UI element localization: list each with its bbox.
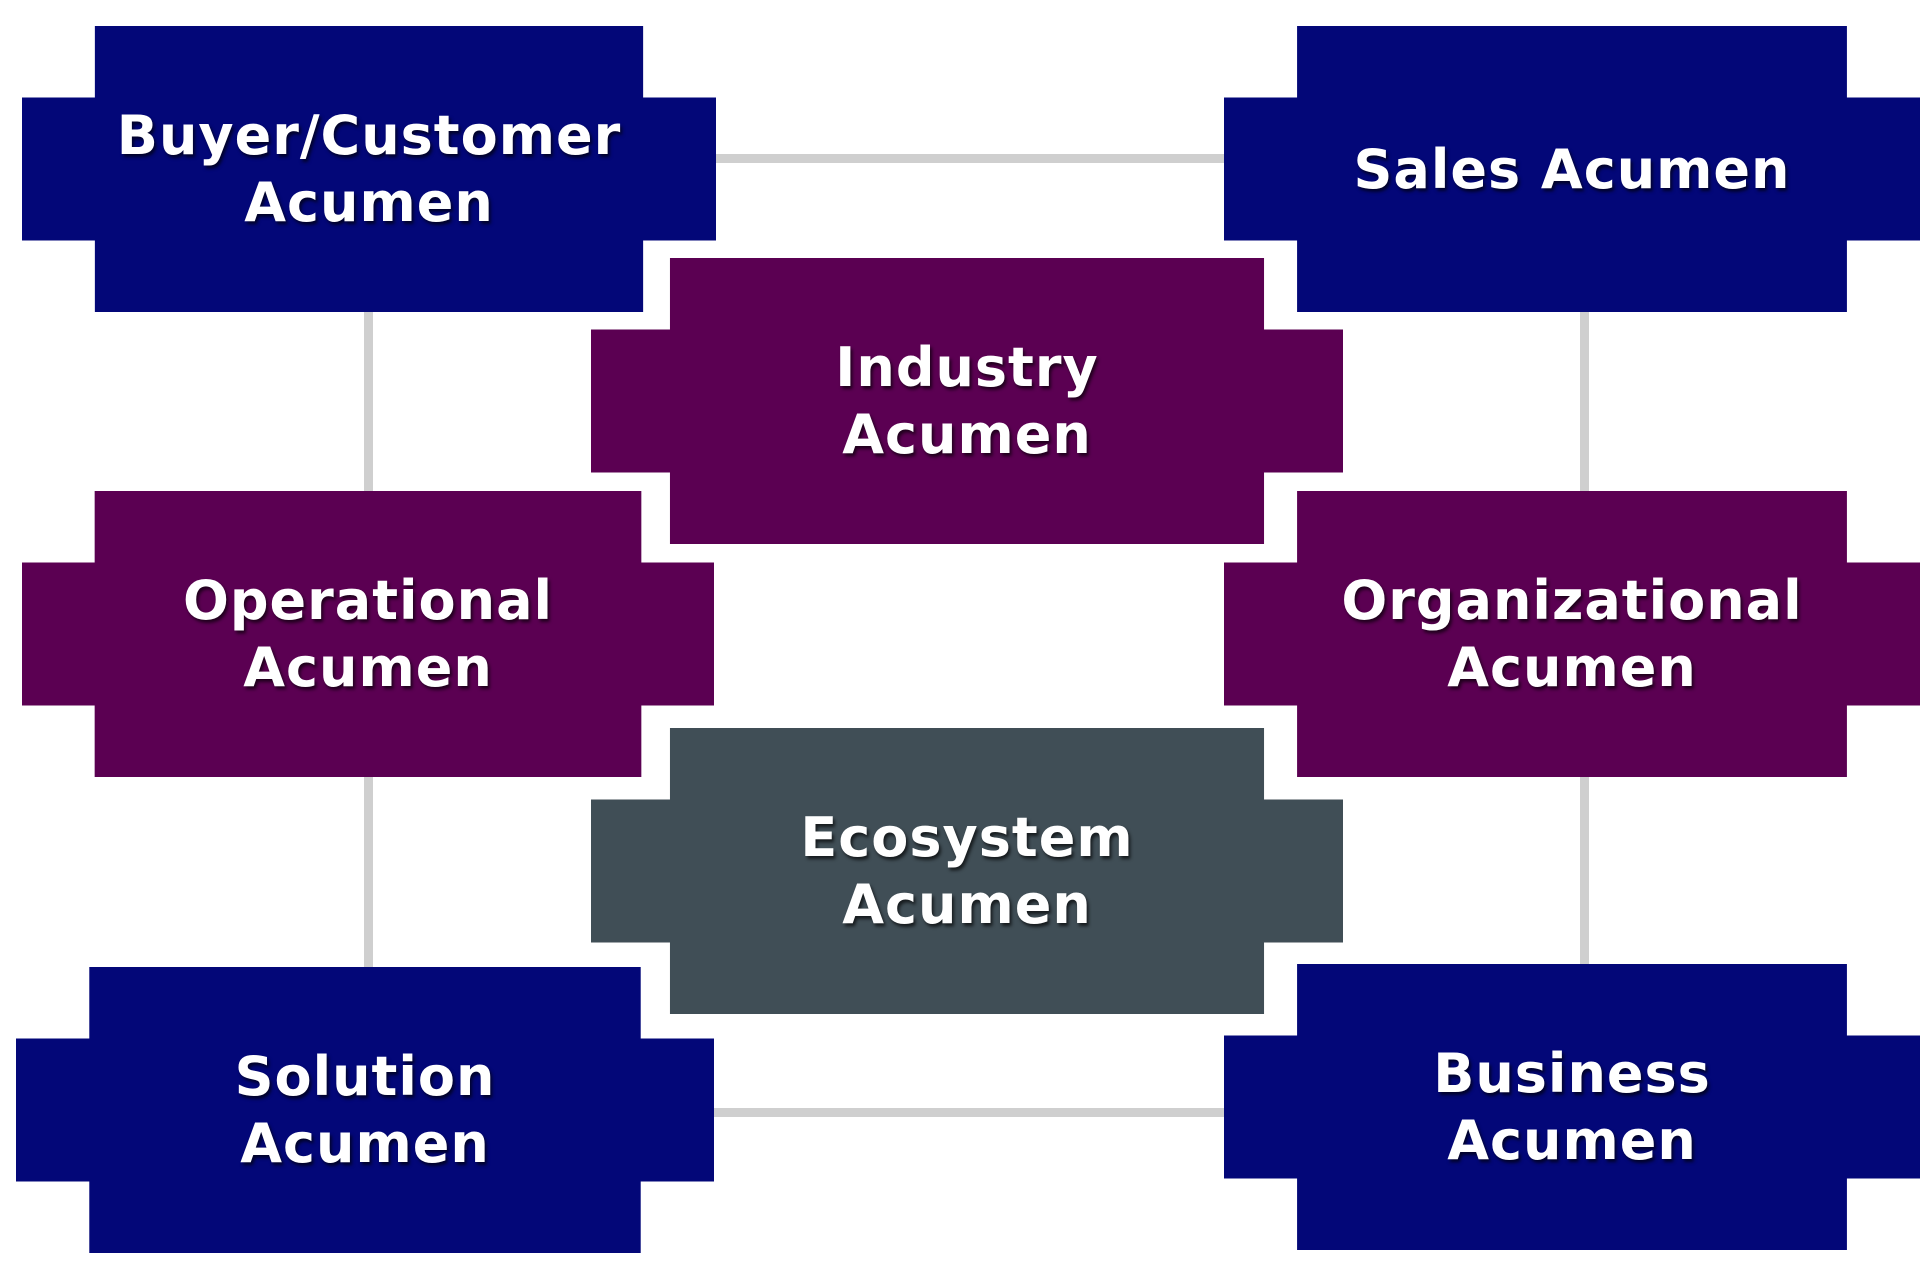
connector-right-upper <box>1580 305 1589 495</box>
block-industry-acumen: Industry Acumen <box>591 258 1343 544</box>
block-shape <box>1224 964 1920 1250</box>
block-shape <box>1224 491 1920 777</box>
connector-left-lower <box>364 770 373 970</box>
connector-bottom <box>700 1108 1250 1117</box>
block-shape <box>591 258 1343 544</box>
block-shape <box>16 967 714 1253</box>
connector-top <box>700 154 1250 163</box>
block-shape <box>22 26 716 312</box>
block-shape <box>591 728 1343 1014</box>
connector-right-lower <box>1580 770 1589 970</box>
block-shape <box>22 491 714 777</box>
connector-left-upper <box>364 305 373 495</box>
block-ecosystem-acumen: Ecosystem Acumen <box>591 728 1343 1014</box>
block-shape <box>1224 26 1920 312</box>
